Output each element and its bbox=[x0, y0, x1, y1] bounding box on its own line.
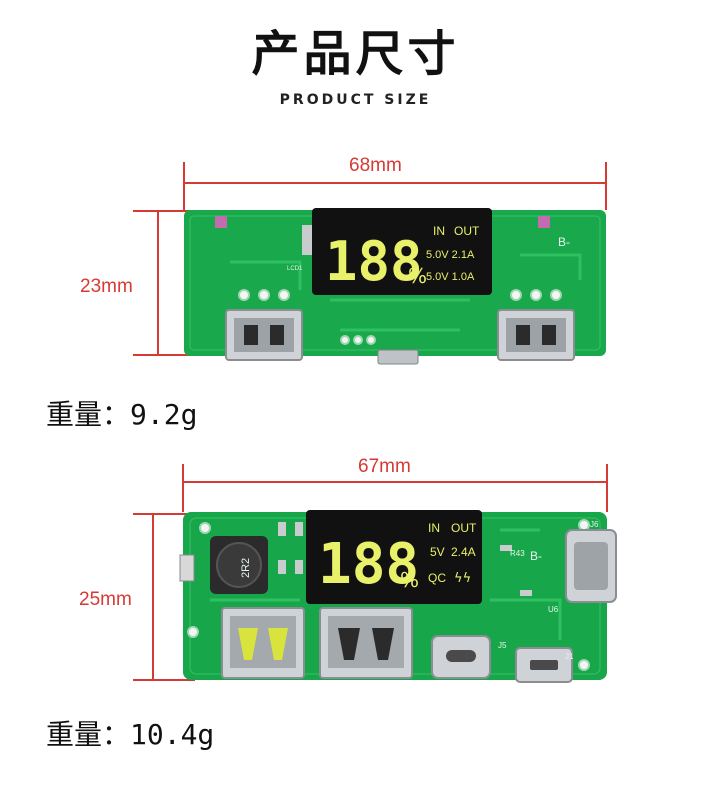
board1-in-label: IN bbox=[433, 224, 445, 238]
board1-out-label: OUT bbox=[454, 224, 480, 238]
board2-row1-b: 2.4A bbox=[451, 545, 476, 559]
board2-silk-j6: J6 bbox=[590, 520, 599, 529]
board1-usb-port-left bbox=[225, 309, 303, 361]
board2-height-label: 25mm bbox=[79, 589, 132, 610]
board2-usb-c-port bbox=[431, 635, 491, 679]
board2-weight: 重量：10.4g bbox=[46, 718, 215, 751]
board1-dimension-lines bbox=[133, 162, 607, 356]
board2-display bbox=[306, 510, 482, 604]
board1-row1: 5.0V 2.1A bbox=[426, 249, 475, 261]
board2-silk-u6: U6 bbox=[548, 605, 559, 614]
board2-dimension-lines bbox=[133, 464, 608, 681]
board1-digits: 188 bbox=[325, 230, 423, 293]
board2-usb-port-left bbox=[221, 607, 305, 679]
board2-in-label: IN bbox=[428, 521, 440, 535]
board2-out-label: OUT bbox=[451, 521, 477, 535]
board1-percent: % bbox=[408, 264, 427, 288]
board1-silk-lcd: LCD1 bbox=[287, 266, 303, 272]
board2-silk-j1: J1 bbox=[565, 652, 574, 661]
board2-row1-a: 5V bbox=[430, 545, 445, 559]
board2-usb-port-right bbox=[319, 607, 413, 679]
board2-silk-j5: J5 bbox=[498, 641, 507, 650]
board2-row2-b: ϟϟ bbox=[454, 571, 471, 586]
board2-silk-inductor: 2R2 bbox=[240, 558, 252, 578]
board2-width-label: 67mm bbox=[358, 456, 411, 477]
board1-usb-port-right bbox=[497, 309, 575, 361]
board2-silk-r43: R43 bbox=[510, 549, 525, 558]
board1-weight: 重量：9.2g bbox=[46, 398, 198, 431]
board2-side-usb-c-port bbox=[565, 529, 617, 603]
board1-pcb bbox=[184, 208, 606, 365]
page-title: 产品尺寸 bbox=[251, 26, 460, 82]
board1-width-label: 68mm bbox=[349, 155, 402, 176]
board2-micro-usb-port bbox=[515, 647, 573, 683]
board1-silk-b: B- bbox=[558, 235, 570, 249]
board2-pcb bbox=[179, 510, 617, 683]
board2-inductor bbox=[210, 536, 268, 594]
page-subtitle: PRODUCT SIZE bbox=[279, 92, 432, 108]
board2-digits: 188 bbox=[318, 532, 419, 597]
board1-row2: 5.0V 1.0A bbox=[426, 271, 475, 283]
board2-silk-b: B- bbox=[530, 549, 542, 563]
board2-percent: % bbox=[400, 568, 419, 592]
board1-height-label: 23mm bbox=[80, 276, 133, 297]
board2-row2-a: QC bbox=[428, 571, 446, 585]
board1-display bbox=[312, 208, 492, 295]
